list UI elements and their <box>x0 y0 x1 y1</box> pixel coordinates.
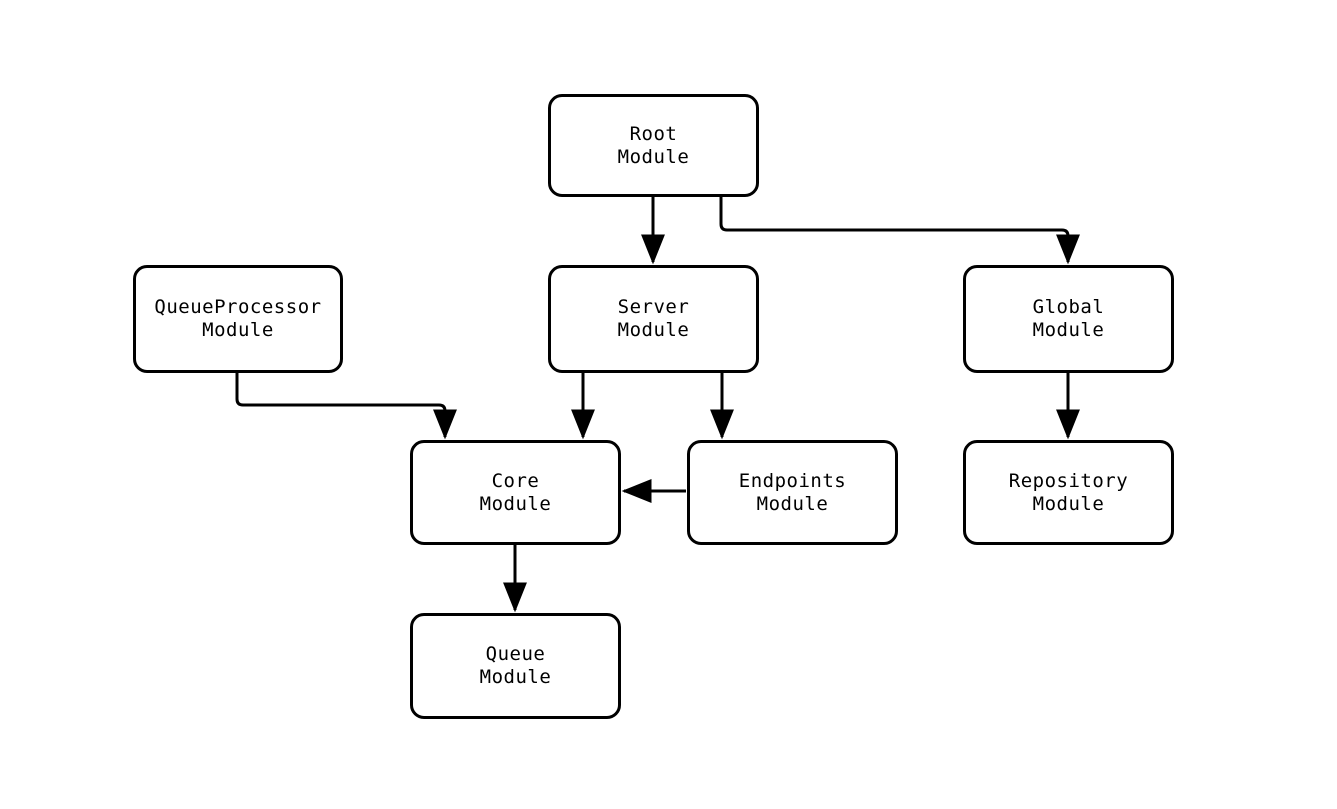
node-endpoints-module[interactable]: Endpoints Module <box>687 440 898 545</box>
node-label-line2: Module <box>756 492 829 515</box>
node-label-line1: Server <box>617 296 690 318</box>
node-label-line1: Global <box>1032 296 1105 318</box>
node-queue-module[interactable]: Queue Module <box>410 613 621 719</box>
node-label-line2: Module <box>617 145 690 168</box>
node-repository-module[interactable]: Repository Module <box>963 440 1174 545</box>
node-label-line2: Module <box>479 492 552 515</box>
node-server-module[interactable]: Server Module <box>548 265 759 373</box>
node-queueprocessor-module[interactable]: QueueProcessor Module <box>133 265 343 373</box>
node-core-module[interactable]: Core Module <box>410 440 621 545</box>
node-label-line1: Queue <box>485 643 546 665</box>
node-label-line1: Core <box>491 469 540 492</box>
node-label-line2: Module <box>202 319 274 341</box>
node-global-module[interactable]: Global Module <box>963 265 1174 373</box>
edge-root-global <box>719 197 1080 265</box>
node-label-line2: Module <box>1032 319 1105 341</box>
node-root-module[interactable]: Root Module <box>548 94 759 197</box>
edge-queueprocessor-core <box>235 373 457 440</box>
node-label-line2: Module <box>479 666 552 688</box>
node-label-line1: Root <box>629 122 678 145</box>
node-label-line1: Repository <box>1008 469 1129 492</box>
node-label-line1: QueueProcessor <box>154 296 322 318</box>
node-label-line2: Module <box>617 319 690 341</box>
node-label-line1: Endpoints <box>738 469 847 492</box>
node-label-line2: Module <box>1032 492 1105 515</box>
